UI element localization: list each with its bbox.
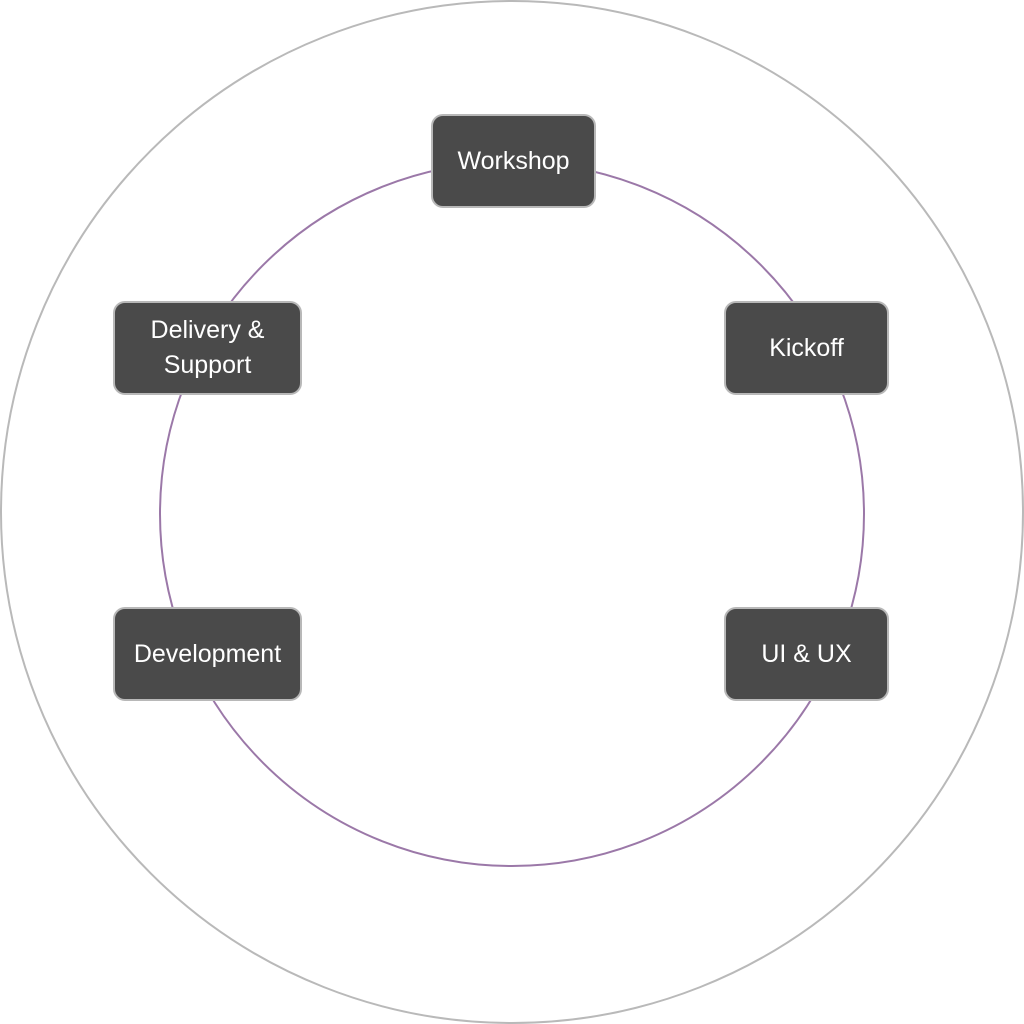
stage-label-delivery-support: Delivery & Support [150,316,265,379]
stage-node-kickoff[interactable]: Kickoff [724,301,889,395]
stage-node-delivery-support[interactable]: Delivery & Support [113,301,302,395]
stage-label-ui-ux: UI & UX [761,639,852,668]
stage-node-workshop[interactable]: Workshop [431,114,596,208]
stage-label-development: Development [133,639,282,668]
stage-node-development[interactable]: Development [113,607,302,701]
cycle-ring [159,161,865,867]
stage-node-ui-ux[interactable]: UI & UX [724,607,889,701]
stage-label-workshop: Workshop [457,146,570,175]
stage-label-kickoff: Kickoff [769,333,844,362]
